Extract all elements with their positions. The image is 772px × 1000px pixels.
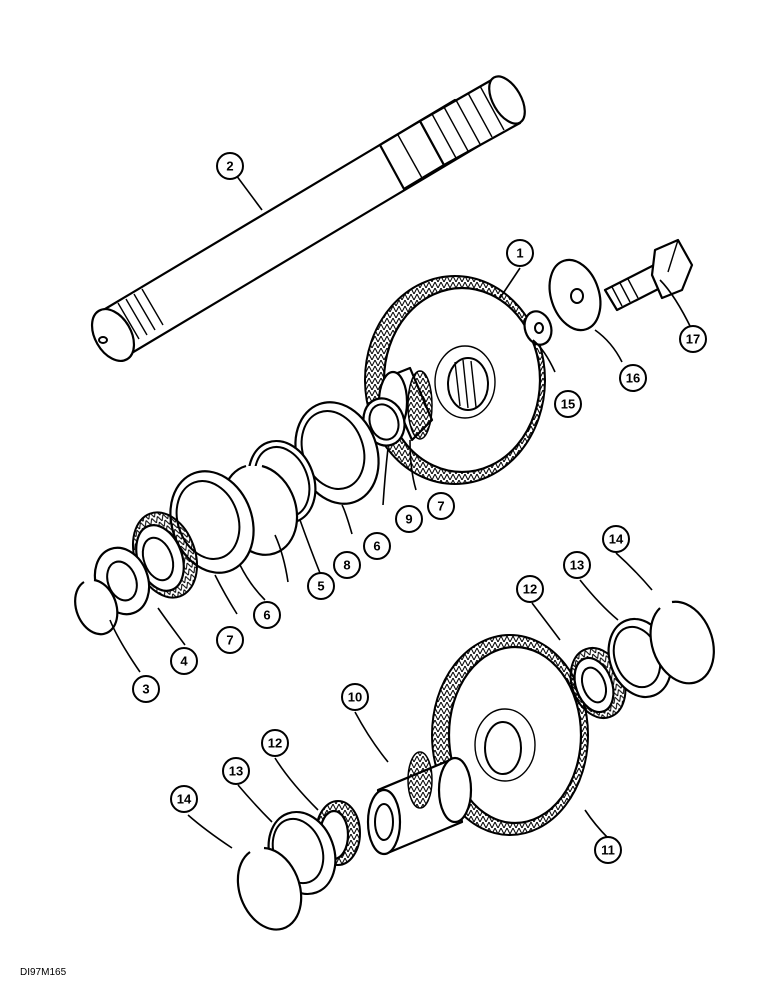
svg-text:12: 12 — [268, 736, 282, 751]
callout-3: 3 — [132, 675, 160, 703]
svg-text:1: 1 — [516, 246, 523, 261]
svg-text:6: 6 — [373, 539, 380, 554]
svg-text:13: 13 — [229, 764, 243, 779]
drawing-reference: DI97M165 — [20, 967, 67, 978]
leader-lines — [109, 174, 693, 849]
flat-washer-small — [523, 310, 553, 346]
callout-11: 10 — [341, 683, 369, 711]
callout-4: 4 — [170, 647, 198, 675]
svg-text:7: 7 — [437, 499, 444, 514]
svg-text:6: 6 — [263, 608, 270, 623]
bolt — [603, 238, 694, 312]
callout-13-right: 13 — [563, 551, 591, 579]
callout-8: 8 — [333, 551, 361, 579]
svg-text:8: 8 — [343, 558, 350, 573]
svg-text:13: 13 — [570, 558, 584, 573]
callout-6-lower: 6 — [253, 601, 281, 629]
svg-text:5: 5 — [317, 579, 324, 594]
svg-text:15: 15 — [561, 397, 575, 412]
callout-13-left: 13 — [222, 757, 250, 785]
flat-washer-large — [548, 258, 602, 332]
bearing-cone-lower — [132, 511, 198, 599]
callout-7-lower: 7 — [216, 626, 244, 654]
svg-text:17: 17 — [686, 332, 700, 347]
callout-1: 1 — [506, 239, 534, 267]
svg-text:16: 16 — [626, 371, 640, 386]
snap-ring-9 — [362, 397, 406, 447]
svg-text:2: 2 — [226, 159, 233, 174]
svg-text:7: 7 — [226, 633, 233, 648]
svg-text:14: 14 — [609, 532, 624, 547]
snap-ring-left — [236, 846, 303, 931]
callout-12-right: 12 — [516, 575, 544, 603]
callout-12-left: 12 — [261, 729, 289, 757]
splined-hub — [366, 751, 473, 856]
bearing-cone-right — [569, 647, 627, 719]
callout-6-upper: 6 — [363, 532, 391, 560]
callout-5: 5 — [307, 572, 335, 600]
snap-ring-3 — [74, 578, 119, 636]
callout-14-left: 14 — [170, 785, 198, 813]
shaft — [90, 75, 526, 362]
snap-ring-right — [649, 600, 715, 685]
svg-text:12: 12 — [523, 582, 537, 597]
callout-14-right: 14 — [602, 525, 630, 553]
callout-16: 16 — [619, 364, 647, 392]
svg-text:3: 3 — [142, 682, 149, 697]
callout-7-upper: 7 — [427, 492, 455, 520]
callout-9: 9 — [395, 505, 423, 533]
bearing-cup-upper — [294, 401, 380, 505]
svg-text:11: 11 — [601, 843, 615, 858]
svg-text:14: 14 — [177, 792, 192, 807]
callout-15: 15 — [554, 390, 582, 418]
callout-2: 2 — [216, 152, 244, 180]
lower-gear — [431, 634, 589, 836]
callout-17: 17 — [679, 325, 707, 353]
callout-10: 11 — [594, 836, 622, 864]
svg-text:10: 10 — [348, 690, 362, 705]
svg-text:9: 9 — [405, 512, 412, 527]
svg-text:4: 4 — [180, 654, 188, 669]
